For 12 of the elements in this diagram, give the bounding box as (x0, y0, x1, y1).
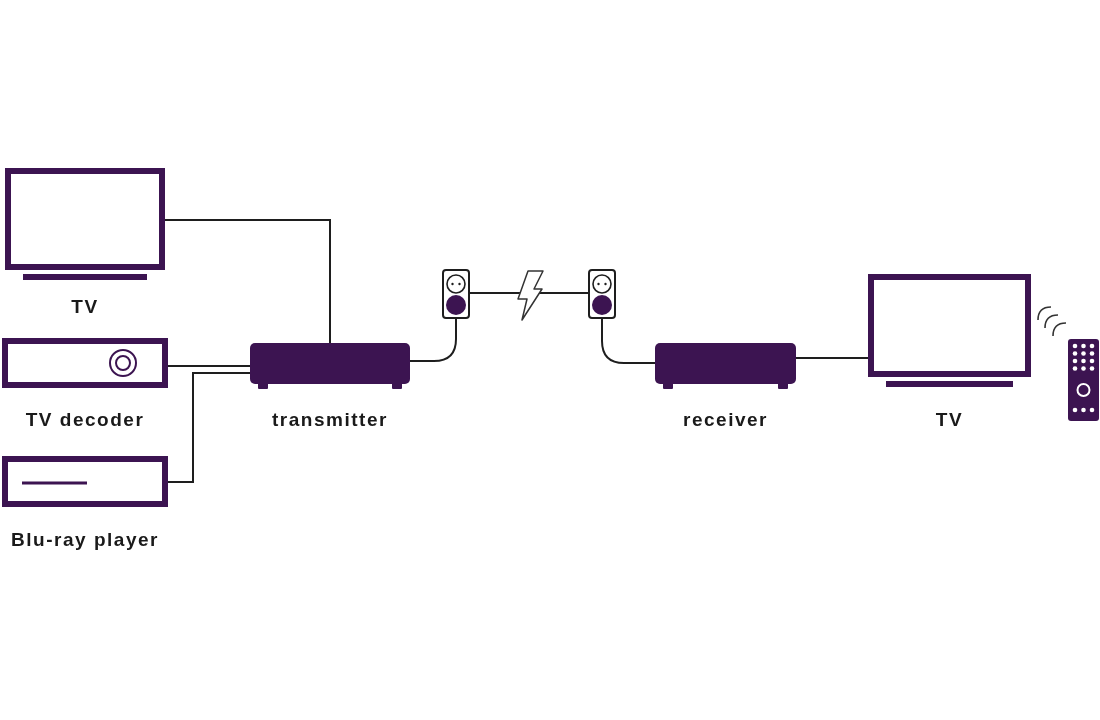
device-label: receiver (682, 409, 769, 431)
device-label: TV (935, 409, 964, 431)
cable-line (601, 318, 656, 364)
device-label: TV (71, 296, 99, 318)
cable-line (409, 318, 457, 362)
cable-line (795, 357, 869, 359)
cable-line (167, 365, 251, 367)
device-label: Blu-ray player (11, 529, 159, 551)
device-label: TV decoder (25, 409, 145, 431)
cable-line (167, 372, 251, 483)
cable-line (164, 219, 331, 344)
device-label: transmitter (272, 409, 388, 431)
